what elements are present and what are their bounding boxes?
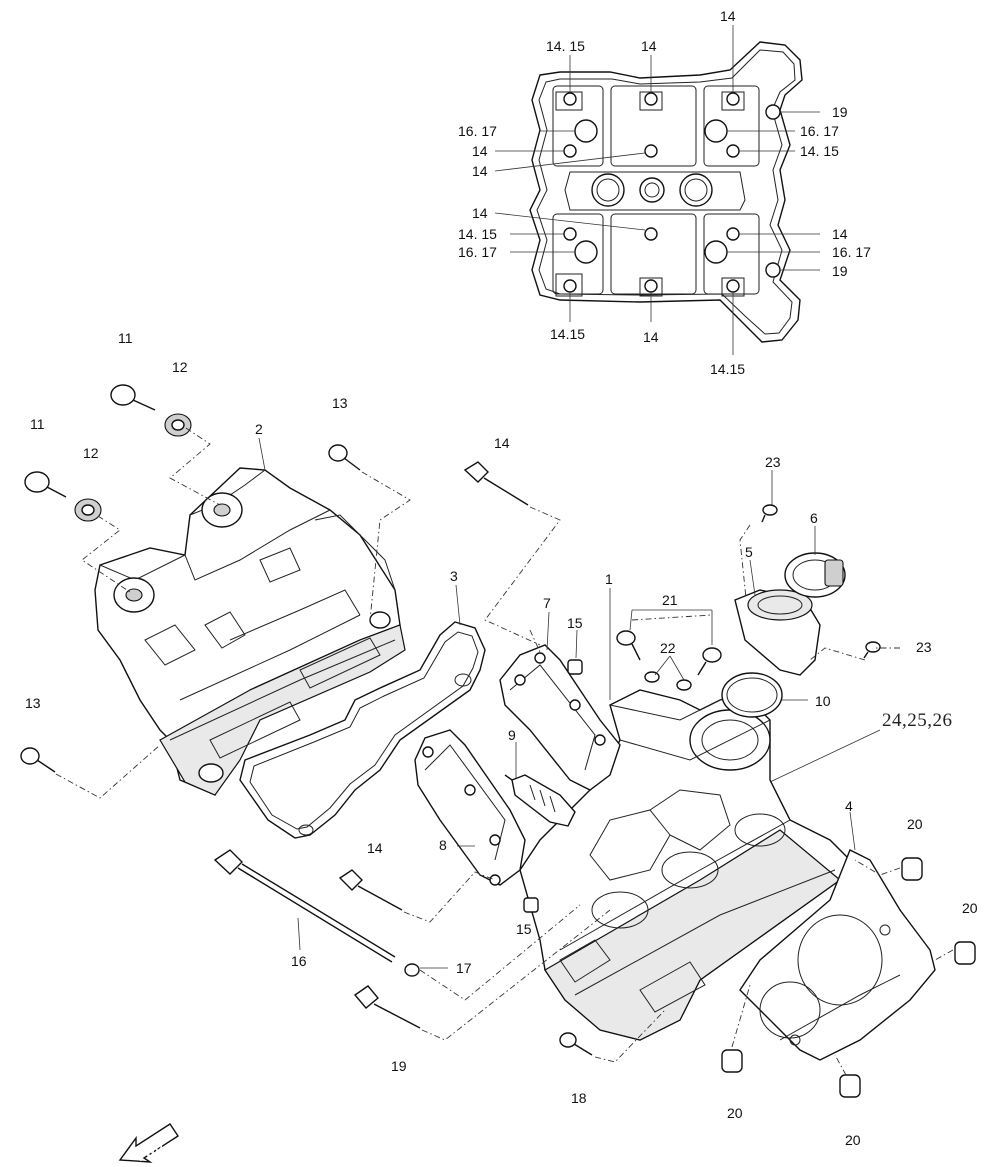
- part-label: 3: [450, 568, 458, 584]
- inset-label: 14: [641, 38, 657, 54]
- inset-label: 14.15: [550, 326, 585, 342]
- part-label: 21: [662, 592, 678, 608]
- inset-label: 16. 17: [800, 123, 839, 139]
- part-label: 13: [332, 395, 348, 411]
- stud-bolt-16: [213, 849, 396, 963]
- intake-pipe-5: [734, 589, 821, 676]
- inset-label: 16. 17: [458, 123, 497, 139]
- part-label: 19: [391, 1058, 407, 1074]
- camshaft-holder-8: [414, 729, 526, 886]
- part-label: 20: [727, 1105, 743, 1121]
- inset-label: 14.15: [710, 361, 745, 377]
- dowel-20-c: [721, 1049, 743, 1073]
- part-label: 14: [494, 435, 510, 451]
- part-number-labels: 11 12 11 12 2 13 14 23 6 5 3 7 1 21 15 2…: [25, 330, 978, 1148]
- inset-callout-labels: 14 14. 15 14 19 16. 17 16. 17 14 14. 15 …: [458, 8, 871, 377]
- bolt-11-lower: [24, 471, 67, 498]
- inset-label: 14: [472, 163, 488, 179]
- intake-clamp-6: [784, 552, 846, 598]
- inset-label: 19: [832, 104, 848, 120]
- inset-label: 14: [832, 226, 848, 242]
- washer-17: [404, 963, 420, 977]
- inset-label: 16. 17: [458, 244, 497, 260]
- bolt-18: [559, 1032, 593, 1056]
- dowel-20-a: [901, 857, 923, 881]
- bolt-11-upper: [110, 384, 156, 411]
- bolt-19: [353, 985, 421, 1029]
- part-label: 14: [367, 840, 383, 856]
- inset-label: 19: [832, 263, 848, 279]
- part-label: 15: [567, 615, 583, 631]
- part-label: 16: [291, 953, 307, 969]
- cylinder-head-cover: [94, 467, 406, 796]
- inset-label: 14. 15: [458, 226, 497, 242]
- washer-22: [644, 671, 692, 691]
- bolt-14-lower: [338, 869, 403, 911]
- bolt-13-upper: [328, 444, 361, 471]
- part-leader-lines: [258, 437, 881, 969]
- screw-23-upper: [761, 504, 778, 523]
- part-label: 11: [118, 330, 133, 346]
- forward-direction-arrow: [118, 1123, 179, 1163]
- part-label: 10: [815, 693, 831, 709]
- part-label: 8: [439, 837, 447, 853]
- part-label: 2: [255, 421, 263, 437]
- part-label: 5: [745, 544, 753, 560]
- head-cover-gasket: [239, 514, 486, 839]
- bolt-13-lower: [20, 747, 56, 773]
- bolt-21: [616, 630, 722, 676]
- part-label: 7: [543, 595, 551, 611]
- part-label: 18: [571, 1090, 587, 1106]
- part-label: 22: [660, 640, 676, 656]
- sensor-part-9: [504, 774, 576, 827]
- inset-label: 14. 15: [800, 143, 839, 159]
- camshaft-holder-7: [499, 644, 621, 791]
- inset-label: 14. 15: [546, 38, 585, 54]
- dowel-15-upper: [567, 659, 583, 675]
- dowel-20-d: [839, 1074, 861, 1098]
- part-label: 24,25,26: [882, 710, 953, 731]
- inset-label: 14: [472, 205, 488, 221]
- inset-label: 16. 17: [832, 244, 871, 260]
- part-label: 23: [916, 639, 932, 655]
- dowel-20-b: [954, 941, 976, 965]
- washer-12-upper: [164, 413, 192, 437]
- assembly-lines: [55, 427, 954, 1076]
- part-label: 20: [962, 900, 978, 916]
- part-label: 20: [845, 1132, 861, 1148]
- tightening-pattern-inset: [529, 41, 803, 343]
- inset-leader-lines: [494, 25, 820, 355]
- cylinder-head-gasket: [739, 849, 936, 1061]
- dowel-15-lower: [523, 897, 539, 913]
- part-label: 6: [810, 510, 818, 526]
- inset-label: 14: [472, 143, 488, 159]
- part-label: 12: [172, 359, 188, 375]
- part-label: 13: [25, 695, 41, 711]
- inset-label: 14: [643, 329, 659, 345]
- part-label: 15: [516, 921, 532, 937]
- part-label: 1: [605, 571, 613, 587]
- part-label: 12: [83, 445, 99, 461]
- part-label: 17: [456, 960, 472, 976]
- part-label: 20: [907, 816, 923, 832]
- bolt-14-upper: [463, 461, 529, 506]
- part-label: 9: [508, 727, 516, 743]
- part-label: 4: [845, 798, 853, 814]
- washer-12-lower: [74, 498, 102, 522]
- screw-23-lower: [863, 641, 881, 659]
- inset-label: 14: [720, 8, 736, 24]
- o-ring-10: [721, 672, 783, 718]
- part-label: 11: [30, 416, 45, 432]
- part-label: 23: [765, 454, 781, 470]
